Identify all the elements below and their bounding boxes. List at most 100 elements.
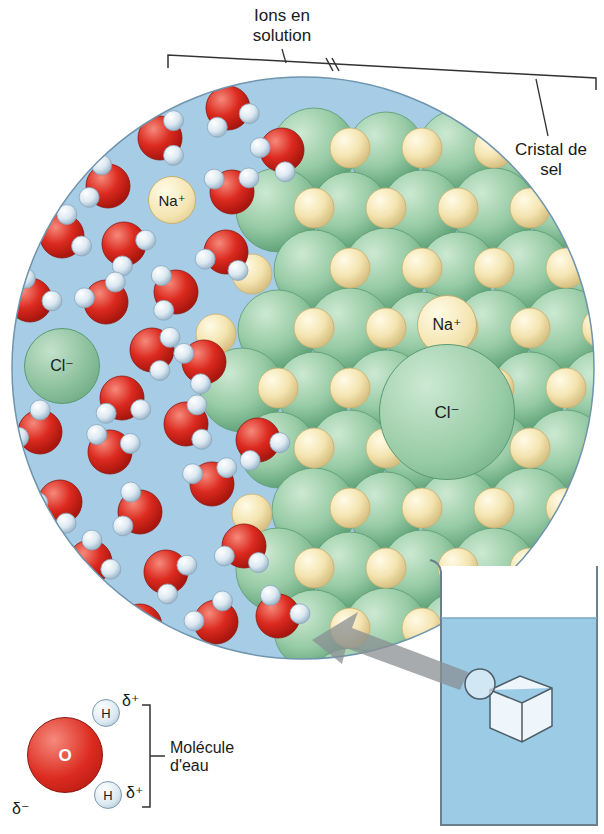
sodium-ion (330, 128, 370, 168)
water-oxygen (118, 604, 162, 648)
water-hydrogen (184, 611, 204, 631)
sodium-ion (330, 248, 370, 288)
water-hydrogen (183, 464, 203, 484)
hydrogen-atom: H (92, 699, 120, 727)
water-hydrogen (56, 513, 76, 533)
beaker-outline (430, 560, 597, 825)
bracket (142, 705, 165, 807)
sodium-ion (294, 428, 334, 468)
sodium-ion (294, 188, 334, 228)
leader-line (282, 49, 286, 63)
zoom-arrow (312, 612, 468, 690)
atom-label: Na⁺ (158, 193, 185, 208)
group-label: Cristal de sel (506, 140, 596, 179)
water-hydrogen (204, 169, 224, 189)
water-hydrogen (195, 249, 215, 269)
water-hydrogen (82, 530, 102, 550)
water-hydrogen (72, 236, 92, 256)
chloride-ion (598, 530, 604, 610)
sodium-ion (366, 308, 406, 348)
chloride-ion: Cl⁻ (379, 344, 515, 480)
sodium-ion (582, 428, 604, 468)
sodium-ion (402, 488, 442, 528)
water-hydrogen (164, 111, 184, 131)
water-hydrogen (228, 260, 248, 280)
leader-line (536, 79, 548, 136)
sodium-ion (330, 488, 370, 528)
sodium-ion (474, 488, 514, 528)
water-hydrogen (212, 591, 232, 611)
sodium-ion (294, 548, 334, 588)
atom-label: Cl⁻ (434, 404, 459, 421)
water-surface (441, 617, 597, 619)
salt-cube (490, 676, 552, 742)
water-hydrogen (105, 272, 125, 292)
water-hydrogen (187, 395, 207, 415)
water-hydrogen (157, 584, 177, 604)
water-hydrogen (207, 117, 227, 137)
water-hydrogen (248, 553, 268, 573)
water-hydrogen (174, 343, 194, 363)
chloride-ion (596, 408, 604, 492)
water-hydrogen (150, 361, 170, 381)
water-hydrogen (260, 585, 280, 605)
sodium-ion (330, 368, 370, 408)
sodium-ion (546, 248, 586, 288)
water-hydrogen (217, 458, 237, 478)
sodium-ion (438, 188, 478, 228)
oxygen-atom: O (27, 717, 103, 793)
sodium-ion (546, 368, 586, 408)
water-hydrogen (154, 300, 174, 320)
sodium-ion (474, 248, 514, 288)
water-hydrogen (30, 400, 50, 420)
water-hydrogen (131, 400, 151, 420)
water-hydrogen (121, 482, 141, 502)
atom-label: Cl⁻ (50, 358, 74, 374)
water-hydrogen (87, 424, 107, 444)
water-hydrogen (79, 187, 99, 207)
sodium-ion (510, 188, 550, 228)
sodium-ion (258, 368, 298, 408)
sodium-ion (510, 308, 550, 348)
beaker-glass (440, 566, 598, 826)
water-hydrogen (290, 604, 310, 624)
water-hydrogen (113, 516, 133, 536)
sodium-ion (294, 308, 334, 348)
sodium-ion (402, 128, 442, 168)
caption-label: Molécule d'eau (170, 739, 254, 776)
sodium-ion (366, 668, 406, 708)
water-hydrogen (74, 288, 94, 308)
chloride-ion (308, 648, 392, 732)
water-hydrogen (113, 602, 133, 622)
water-hydrogen (270, 433, 290, 453)
chloride-ion (600, 652, 604, 728)
atom-label: H (103, 789, 112, 802)
sodium-ion: Na⁺ (148, 176, 196, 224)
bracket-break (326, 58, 339, 71)
zoom-circle (465, 669, 495, 699)
chloride-ion (600, 292, 604, 368)
chloride-ion: Cl⁻ (24, 328, 100, 404)
bracket (168, 55, 596, 90)
water-hydrogen (164, 145, 184, 165)
atom-label: Na⁺ (433, 317, 462, 333)
atom-label: O (58, 747, 71, 764)
water-hydrogen (101, 559, 121, 579)
water-hydrogen (96, 403, 116, 423)
water-hydrogen (240, 451, 260, 471)
beaker-water (441, 618, 597, 825)
sodium-ion (402, 608, 442, 648)
water-hydrogen (42, 291, 62, 311)
water-hydrogen (275, 162, 295, 182)
water-hydrogen (136, 230, 156, 250)
sodium-ion (366, 188, 406, 228)
water-hydrogen (151, 266, 171, 286)
sodium-ion (582, 188, 604, 228)
water-hydrogen (239, 104, 259, 124)
atom-label: H (101, 707, 110, 720)
water-hydrogen (250, 138, 270, 158)
sodium-ion (366, 548, 406, 588)
chloride-ion (598, 170, 604, 250)
hydrogen-atom: H (94, 781, 122, 809)
sodium-ion (402, 248, 442, 288)
